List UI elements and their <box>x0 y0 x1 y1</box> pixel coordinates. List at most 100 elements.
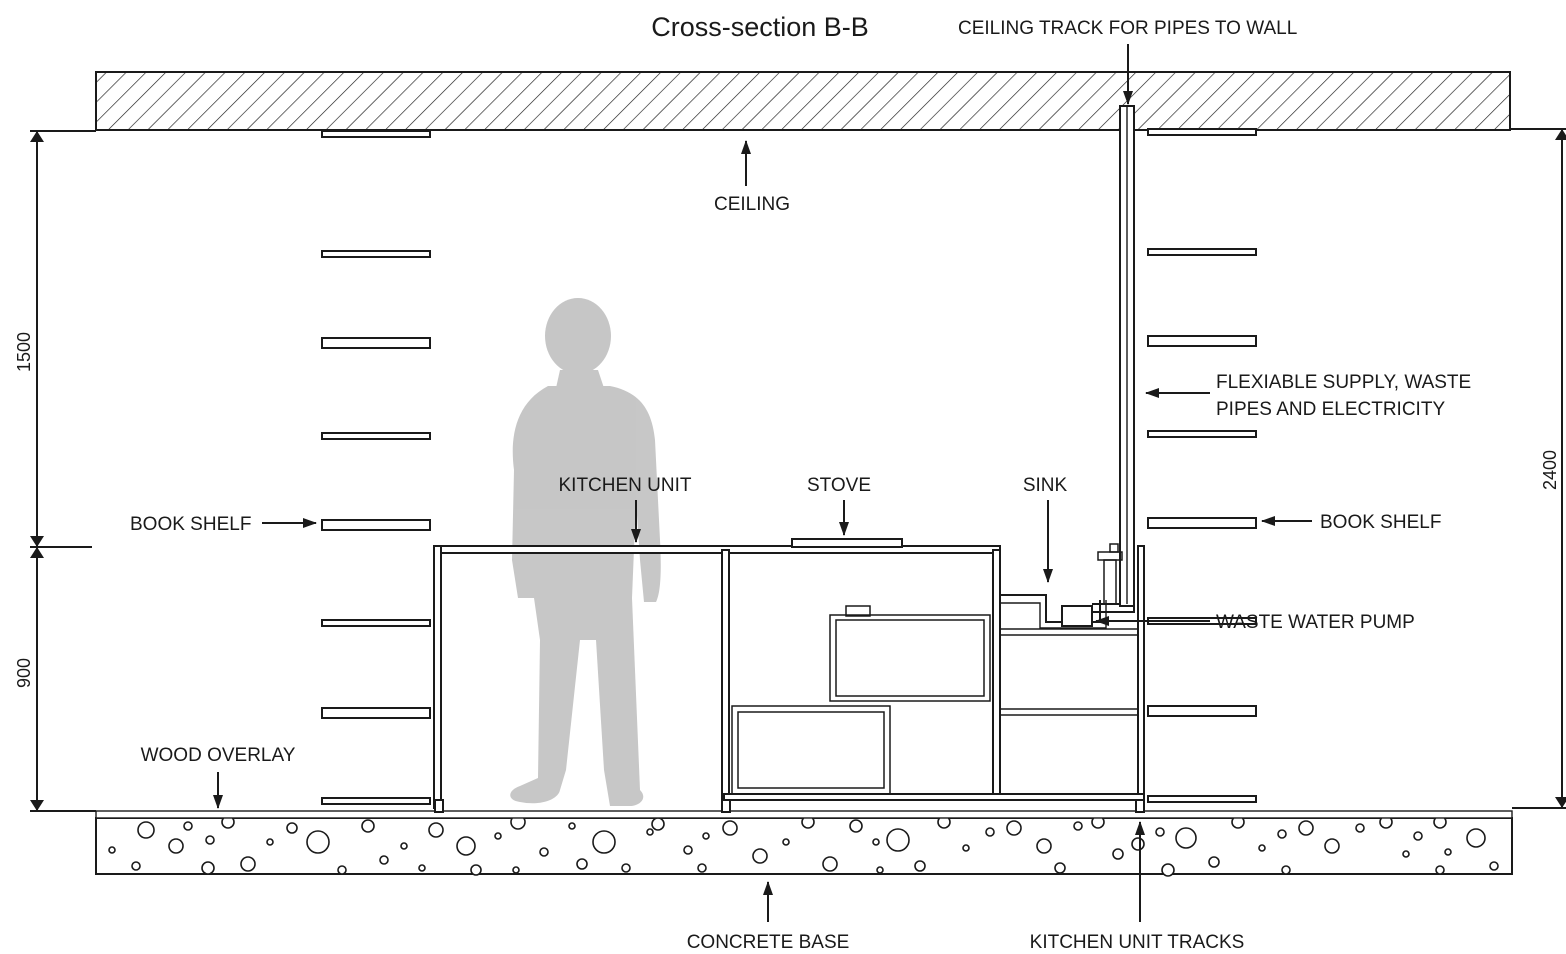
aggregate-circle <box>876 866 884 874</box>
aggregate-circle <box>379 855 389 865</box>
person-silhouette-icon <box>510 298 661 806</box>
aggregate-circle <box>240 856 256 872</box>
aggregate-circle <box>1413 831 1423 841</box>
shelf-board <box>321 250 431 258</box>
ceiling-slab <box>95 71 1511 131</box>
aggregate-circle <box>914 860 926 872</box>
aggregate-circle <box>985 827 995 837</box>
shelf-board <box>321 432 431 440</box>
aggregate-circle <box>201 861 215 875</box>
dimension-lines <box>30 129 1566 811</box>
kitchen-drawers <box>731 605 1139 795</box>
aggregate-circle <box>1281 865 1291 875</box>
aggregate-circle <box>1208 856 1220 868</box>
shelf-board <box>321 797 431 805</box>
label-kitchen-unit: KITCHEN UNIT <box>559 475 692 496</box>
aggregate-circle <box>512 866 520 874</box>
shelf-board <box>1147 517 1257 529</box>
label-kitchen-unit-tracks: KITCHEN UNIT TRACKS <box>1030 932 1245 953</box>
aggregate-circle <box>470 864 482 876</box>
aggregate-circle <box>1444 848 1452 856</box>
aggregate-circle <box>1489 861 1499 871</box>
aggregate-circle <box>1161 863 1175 877</box>
shelf-board <box>1147 248 1257 256</box>
label-sink: SINK <box>1023 475 1068 496</box>
label-stove: STOVE <box>807 475 871 496</box>
stove <box>791 538 903 548</box>
aggregate-circle <box>361 819 375 833</box>
aggregate-circle <box>1435 865 1445 875</box>
aggregate-circle <box>646 828 654 836</box>
aggregate-circle <box>131 861 141 871</box>
dimension-upper: 1500 <box>14 332 34 372</box>
label-book-shelf-right: BOOK SHELF <box>1320 512 1441 533</box>
aggregate-circle <box>1054 862 1066 874</box>
aggregate-circle <box>1155 827 1165 837</box>
kitchen-unit-frame <box>433 545 1145 809</box>
aggregate-circle <box>1073 821 1083 831</box>
aggregate-circle <box>400 842 408 850</box>
diagram-title: Cross-section B-B <box>651 12 869 42</box>
aggregate-circle <box>266 838 274 846</box>
aggregate-circle <box>697 863 707 873</box>
aggregate-circle <box>621 863 631 873</box>
aggregate-circle <box>683 845 693 855</box>
shelf-board <box>321 519 431 531</box>
aggregate-circle <box>108 846 116 854</box>
aggregate-circle <box>782 838 790 846</box>
shelf-board <box>1147 795 1257 803</box>
aggregate-circle <box>494 832 502 840</box>
aggregate-circle <box>1175 827 1197 849</box>
aggregate-circle <box>1131 837 1145 851</box>
aggregate-circle <box>702 832 710 840</box>
aggregate-circle <box>872 838 880 846</box>
aggregate-circle <box>1324 838 1340 854</box>
shelf-board <box>1147 705 1257 717</box>
label-concrete-base: CONCRETE BASE <box>687 932 850 953</box>
aggregate-circle <box>428 822 444 838</box>
aggregate-circle <box>752 848 768 864</box>
aggregate-circle <box>576 858 588 870</box>
aggregate-circle <box>137 821 155 839</box>
aggregate-circle <box>1277 829 1287 839</box>
aggregate-circle <box>1112 848 1124 860</box>
aggregate-circle <box>1355 823 1365 833</box>
aggregate-circle <box>962 844 970 852</box>
dimension-total: 2400 <box>1540 450 1560 490</box>
aggregate-circle <box>337 865 347 875</box>
label-wood-overlay: WOOD OVERLAY <box>141 745 296 766</box>
label-flexible-pipes-line2: PIPES AND ELECTRICITY <box>1216 399 1445 420</box>
book-shelf-right <box>1147 128 1257 803</box>
aggregate-circle <box>205 835 215 845</box>
book-shelf-left <box>321 130 431 805</box>
aggregate-circle <box>306 830 330 854</box>
aggregate-circle <box>1402 850 1410 858</box>
kitchen-unit-tracks <box>434 799 1145 813</box>
shelf-board <box>321 130 431 138</box>
label-ceiling: CEILING <box>714 194 790 215</box>
shelf-board <box>1147 128 1257 136</box>
concrete-aggregate <box>108 814 1499 877</box>
label-ceiling-track: CEILING TRACK FOR PIPES TO WALL <box>958 18 1297 39</box>
annotation-arrows <box>213 44 1312 922</box>
shelf-board <box>1147 335 1257 347</box>
aggregate-circle <box>539 847 549 857</box>
flexible-pipes <box>1092 105 1135 613</box>
shelf-board <box>321 337 431 349</box>
aggregate-circle <box>568 822 576 830</box>
aggregate-circle <box>1258 844 1266 852</box>
waste-water-pump <box>1061 605 1093 627</box>
aggregate-circle <box>183 821 193 831</box>
aggregate-circle <box>849 819 863 833</box>
aggregate-circle <box>286 822 298 834</box>
shelf-board <box>321 619 431 627</box>
aggregate-circle <box>722 820 738 836</box>
dimension-lower: 900 <box>14 658 34 688</box>
aggregate-circle <box>886 828 910 852</box>
aggregate-circle <box>1036 838 1052 854</box>
label-flexible-pipes-line1: FLEXIABLE SUPPLY, WASTE <box>1216 372 1471 393</box>
aggregate-circle <box>168 838 184 854</box>
aggregate-circle <box>822 856 838 872</box>
shelf-board <box>321 707 431 719</box>
